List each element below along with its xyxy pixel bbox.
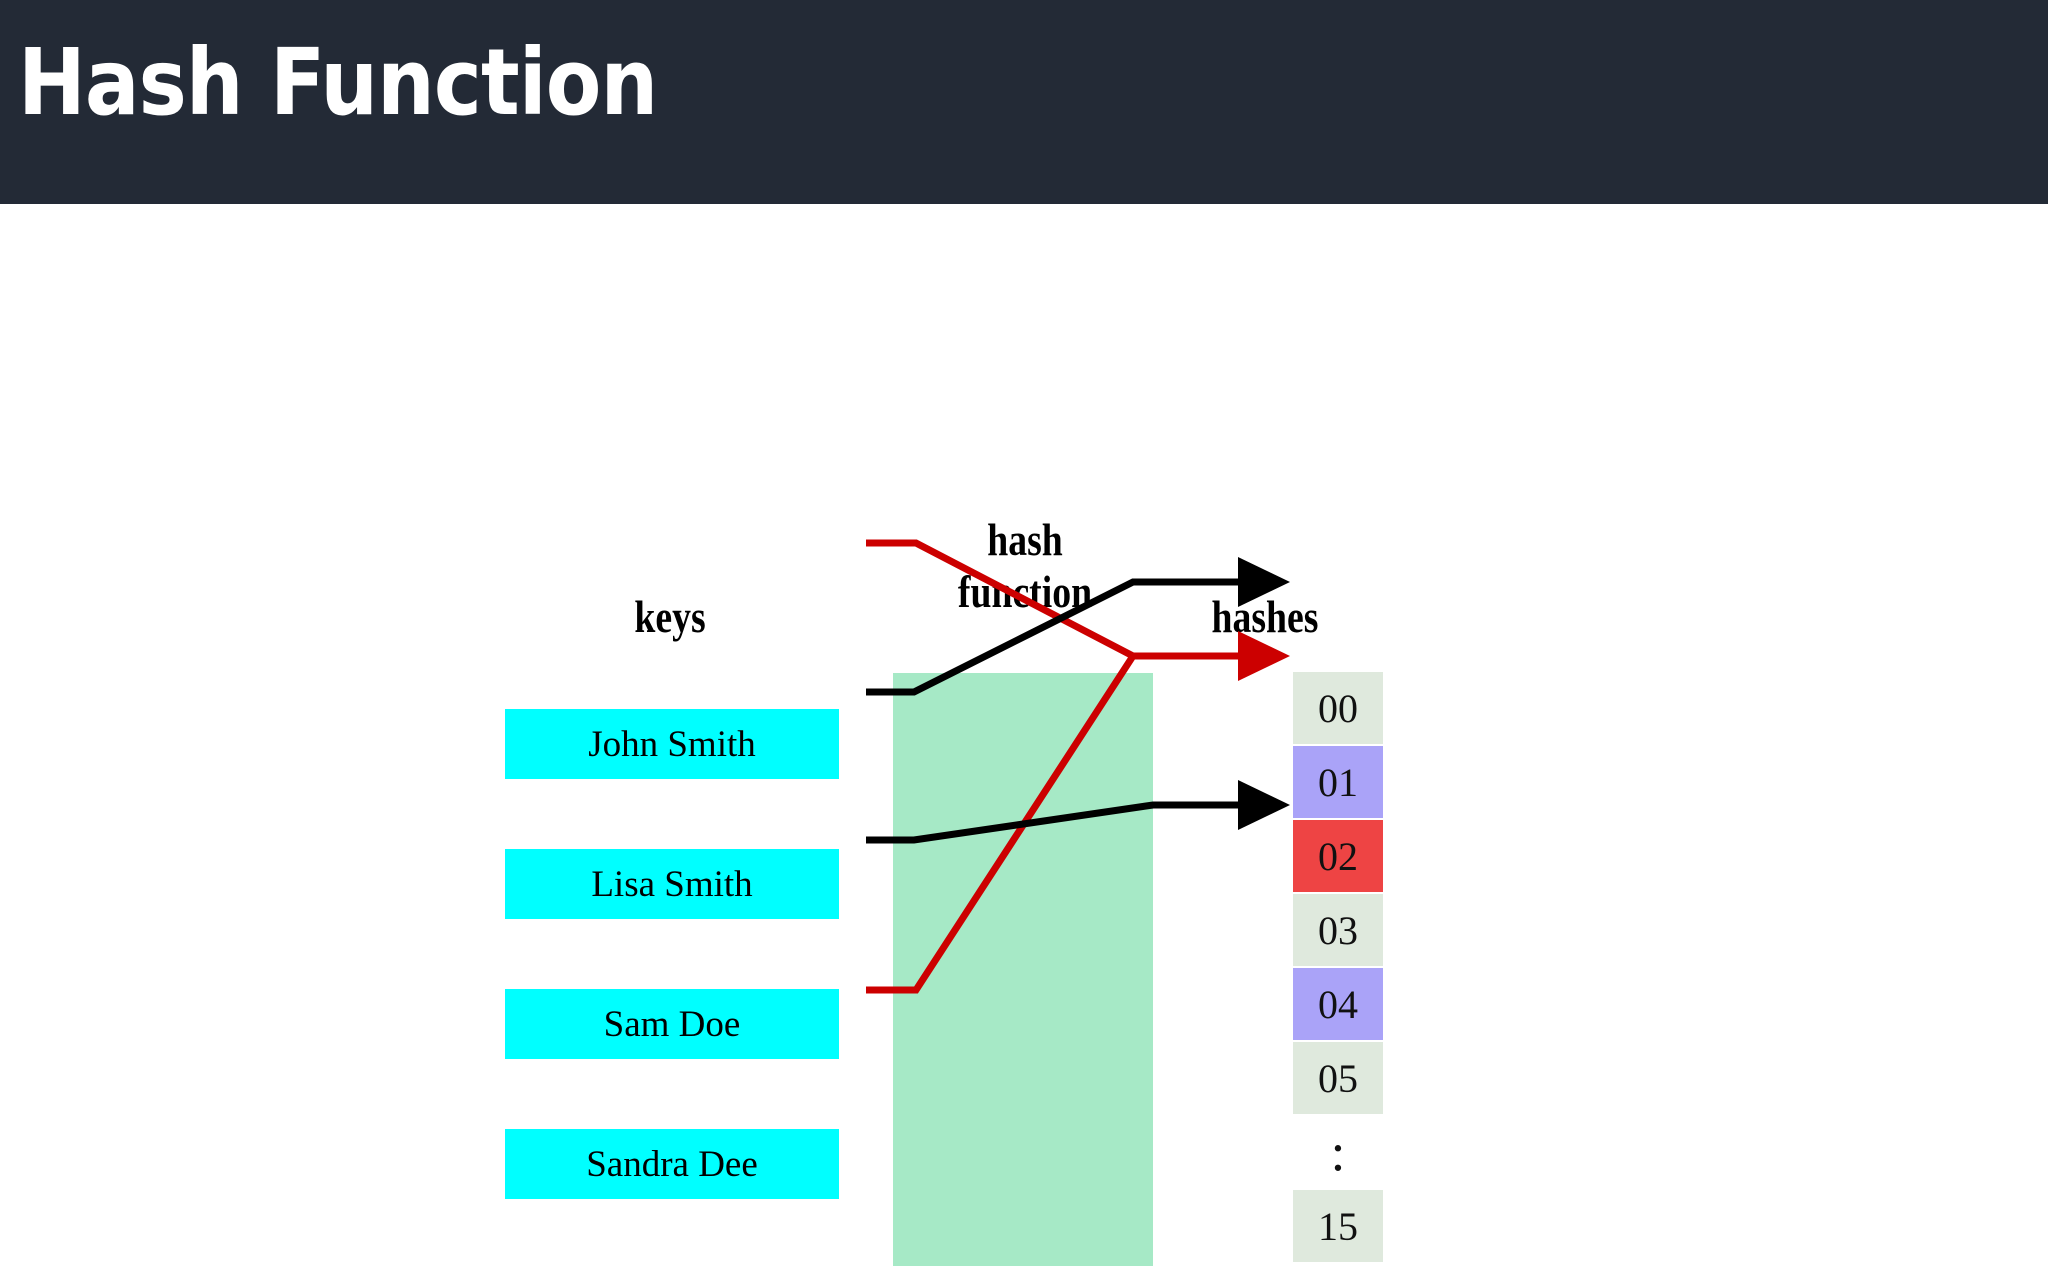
hash-slot-03[interactable]: 03 (1293, 894, 1383, 966)
hash-slot-05[interactable]: 05 (1293, 1042, 1383, 1114)
key-box-sandra-dee[interactable]: Sandra Dee (505, 1129, 839, 1199)
page-title: Hash Function (18, 29, 658, 136)
hashes-column-heading: hashes (1211, 591, 1319, 642)
hash-slot-04[interactable]: 04 (1293, 968, 1383, 1040)
hash-function-column-heading: hash function (914, 514, 1135, 618)
slide-body: keys hash function hashes John Smith Lis… (0, 204, 2048, 1266)
hash-function-panel (893, 673, 1153, 1266)
hash-slot-15[interactable]: 15 (1293, 1190, 1383, 1262)
hash-slots-ellipsis: : (1330, 1122, 1346, 1182)
hash-function-heading-line1: hash (987, 514, 1063, 565)
key-box-sam-doe[interactable]: Sam Doe (505, 989, 839, 1059)
key-box-lisa-smith[interactable]: Lisa Smith (505, 849, 839, 919)
hash-slot-02[interactable]: 02 (1293, 820, 1383, 892)
hash-slot-01[interactable]: 01 (1293, 746, 1383, 818)
hash-slot-00[interactable]: 00 (1293, 672, 1383, 744)
key-box-john-smith[interactable]: John Smith (505, 709, 839, 779)
hash-function-heading-line2: function (957, 566, 1093, 617)
header-bar: Hash Function (0, 0, 2048, 204)
keys-column-heading: keys (634, 591, 706, 642)
